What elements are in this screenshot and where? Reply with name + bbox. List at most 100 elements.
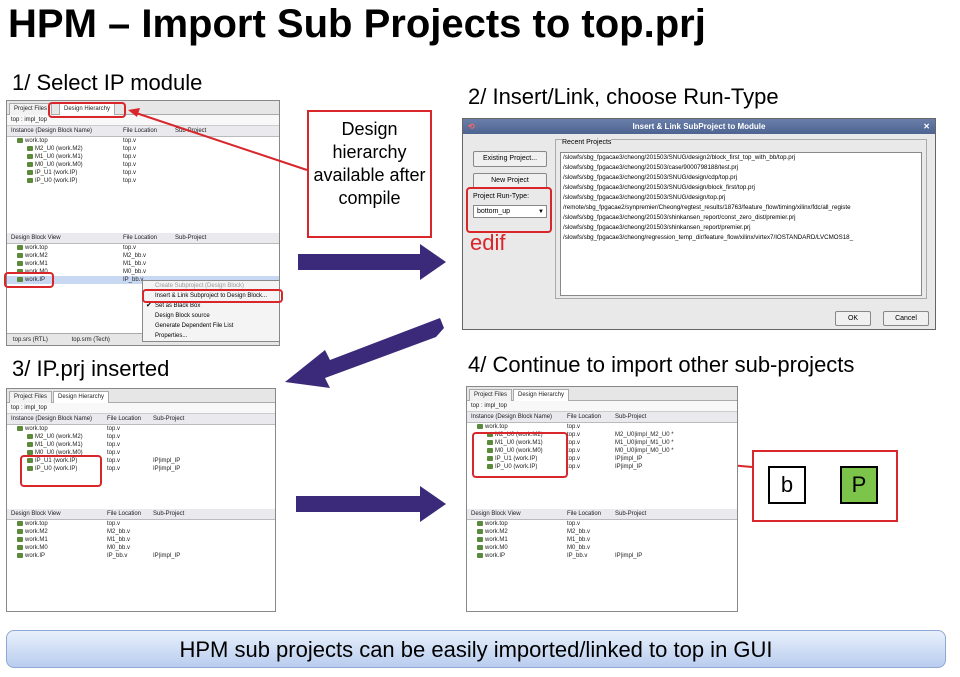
- tab-top-srm[interactable]: top.srm (Tech): [71, 337, 110, 343]
- step-1-label: 1/ Select IP module: [12, 70, 203, 95]
- cancel-button[interactable]: Cancel: [883, 311, 929, 326]
- list-item[interactable]: /remote/sbg_fpgacae2/synpremier/Cheong/r…: [563, 204, 851, 211]
- ok-button[interactable]: OK: [835, 311, 871, 326]
- col-file-location[interactable]: File Location: [567, 511, 602, 517]
- list-item[interactable]: /slowfs/sbg_fpgacae3/cheong/201503/shink…: [563, 214, 796, 221]
- col-file-location[interactable]: File Location: [107, 416, 142, 422]
- row-file: top.v: [567, 521, 581, 527]
- row-file: top.v: [123, 245, 137, 251]
- list-item[interactable]: /slowfs/sbg_fpgacae3/cheong/regression_t…: [563, 234, 854, 241]
- check-icon: ✔: [146, 302, 152, 309]
- menu-insert-link-subproject[interactable]: Insert & Link Subproject to Design Block…: [155, 293, 268, 299]
- tab-top-srs[interactable]: top.srs (RTL): [13, 337, 48, 343]
- col-instance[interactable]: Instance (Design Block Name): [11, 416, 93, 422]
- existing-project-button[interactable]: Existing Project...: [473, 151, 547, 167]
- hierarchy-header: Instance (Design Block Name) File Locati…: [467, 412, 737, 423]
- tab-project-files[interactable]: Project Files: [9, 103, 53, 115]
- col-block-view[interactable]: Design Block View: [471, 511, 521, 517]
- module-icon: [27, 145, 33, 151]
- col-instance[interactable]: Instance (Design Block Name): [11, 128, 93, 134]
- flow-arrow-3-4: [296, 486, 446, 522]
- table-row[interactable]: M1_U0 (work.M1)top.v: [7, 441, 275, 449]
- table-row[interactable]: IP_U0 (work.IP)top.v: [7, 177, 279, 185]
- table-row[interactable]: IP_U1 (work.IP)top.v: [7, 169, 279, 177]
- menu-generate-file-list[interactable]: Generate Dependent File List: [155, 323, 234, 329]
- menu-create-subproject[interactable]: Create Subproject (Design Block): [155, 283, 245, 289]
- col-file-location[interactable]: File Location: [123, 128, 158, 134]
- col-file-location[interactable]: File Location: [567, 414, 602, 420]
- row-file: IP_bb.v: [107, 553, 128, 559]
- row-name: work.M2: [17, 252, 48, 260]
- row-name: M0_U0 (work.M0): [27, 449, 83, 457]
- row-name: M1_U0 (work.M1): [27, 153, 83, 161]
- row-file: top.v: [123, 162, 137, 168]
- tab-design-hierarchy[interactable]: Design Hierarchy: [513, 389, 570, 401]
- module-icon: [17, 244, 23, 250]
- table-row[interactable]: M0_U0 (work.M0)top.v: [7, 161, 279, 169]
- tab-project-files[interactable]: Project Files: [9, 391, 53, 403]
- module-icon: [27, 169, 33, 175]
- menu-set-black-box[interactable]: ✔Set as Black Box: [143, 301, 279, 311]
- col-sub-project[interactable]: Sub-Project: [615, 414, 647, 420]
- col-file-location[interactable]: File Location: [107, 511, 142, 517]
- list-item[interactable]: /slowfs/sbg_fpgacae3/cheong/201503/SNUG/…: [563, 174, 738, 181]
- flow-arrow-2-3: [285, 318, 444, 388]
- list-item[interactable]: /slowfs/sbg_fpgacae3/cheong/201503/SNUG/…: [563, 184, 755, 191]
- col-sub-project[interactable]: Sub-Project: [175, 235, 207, 241]
- col-block-view[interactable]: Design Block View: [11, 511, 61, 517]
- menu-properties[interactable]: Properties...: [155, 333, 188, 339]
- row-file: M0_bb.v: [123, 269, 147, 275]
- col-file-location[interactable]: File Location: [123, 235, 158, 241]
- row-subproject: M1_U0|impl_M1_U0 *: [615, 440, 674, 446]
- runtype-select[interactable]: bottom_up ▼: [473, 205, 547, 218]
- col-instance[interactable]: Instance (Design Block Name): [471, 414, 553, 420]
- table-row[interactable]: M2_U0 (work.M2)top.v: [7, 145, 279, 153]
- module-icon: [27, 433, 33, 439]
- list-item[interactable]: /slowfs/sbg_fpgacae3/cheong/201503/shink…: [563, 224, 751, 231]
- col-block-view[interactable]: Design Block View: [11, 235, 61, 241]
- list-item[interactable]: /slowfs/sbg_fpgacae3/cheong/201503/SNUG/…: [563, 194, 726, 201]
- row-subproject: IP|impl_IP: [615, 456, 643, 462]
- list-item[interactable]: /slowfs/sbg_fpgacae3/cheong/201503/SNUG/…: [563, 154, 796, 161]
- col-sub-project[interactable]: Sub-Project: [153, 511, 185, 517]
- row-file: IP_bb.v: [123, 277, 144, 283]
- table-row[interactable]: M0_U0 (work.M0)top.v: [7, 449, 275, 457]
- tab-project-files[interactable]: Project Files: [469, 389, 513, 401]
- highlight-hierarchy-tab: [48, 102, 126, 118]
- row-file: M0_bb.v: [567, 545, 591, 551]
- table-row[interactable]: M2_U0 (work.M2)top.v: [7, 433, 275, 441]
- col-sub-project[interactable]: Sub-Project: [615, 511, 647, 517]
- list-item[interactable]: /slowfs/sbg_fpgacae3/cheong/201503/case/…: [563, 164, 739, 171]
- recent-projects-list[interactable]: /slowfs/sbg_fpgacae3/cheong/201503/SNUG/…: [560, 152, 922, 296]
- col-sub-project[interactable]: Sub-Project: [153, 416, 185, 422]
- close-icon[interactable]: ✕: [923, 122, 930, 131]
- table-row[interactable]: M1_U0 (work.M1)top.v: [7, 153, 279, 161]
- menu-design-block-source[interactable]: Design Block source: [155, 313, 210, 319]
- tab-design-hierarchy[interactable]: Design Hierarchy: [53, 391, 110, 403]
- block-view-header: Design Block View File Location Sub-Proj…: [467, 509, 737, 520]
- row-name: work.M1: [17, 260, 48, 268]
